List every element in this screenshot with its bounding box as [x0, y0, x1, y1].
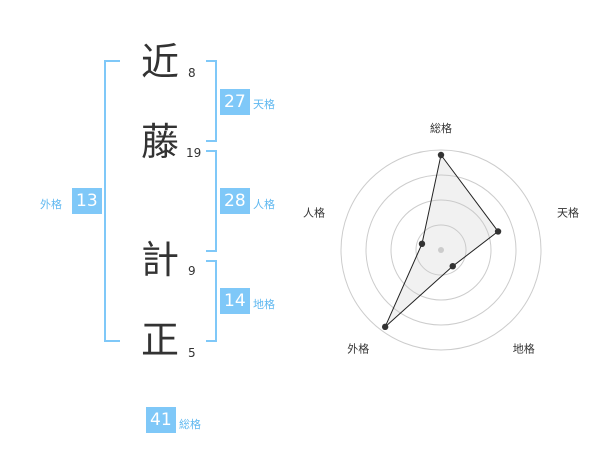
radar-point-1	[437, 151, 445, 159]
radar-axis-label: 外格	[347, 342, 369, 356]
name-char-2-strokes: 19	[186, 146, 202, 160]
name-char-2: 藤	[140, 120, 179, 164]
gaikaku-label: 外格	[40, 198, 62, 211]
radar-ring	[390, 199, 492, 301]
name-char-1-strokes: 8	[188, 66, 196, 80]
radar-ring	[365, 174, 517, 326]
tenkaku-bracket	[206, 60, 217, 142]
chikaku-bracket	[206, 260, 217, 342]
radar-point-5	[418, 240, 426, 248]
tenkaku-score: 27	[220, 89, 250, 115]
tenkaku-label: 天格	[253, 98, 275, 111]
radar-axis-label: 地格	[513, 342, 535, 356]
radar-point-2	[494, 228, 502, 235]
chikaku-label: 地格	[253, 298, 275, 311]
soukaku-label: 総格	[179, 418, 201, 431]
name-char-3: 計	[140, 238, 179, 282]
name-char-3-strokes: 9	[188, 264, 196, 278]
jinkaku-bracket	[206, 150, 217, 252]
jinkaku-label: 人格	[253, 198, 275, 211]
radar-axis-label: 総格	[430, 121, 452, 135]
soukaku-score: 41	[146, 407, 176, 433]
jinkaku-score: 28	[220, 188, 250, 214]
radar-center	[438, 247, 444, 253]
gaikaku-score: 13	[72, 188, 102, 214]
radar-polygon	[384, 153, 499, 328]
radar-point-3	[449, 262, 456, 270]
radar-axis-label: 天格	[557, 205, 579, 219]
radar-point-4	[381, 323, 389, 331]
gaikaku-bracket	[104, 60, 120, 342]
name-char-4-strokes: 5	[188, 346, 196, 360]
name-char-1: 近	[140, 40, 179, 84]
chikaku-score: 14	[220, 288, 250, 314]
radar-axis-label: 人格	[303, 205, 325, 219]
radar-ring	[415, 224, 467, 276]
name-char-4: 正	[140, 318, 179, 362]
